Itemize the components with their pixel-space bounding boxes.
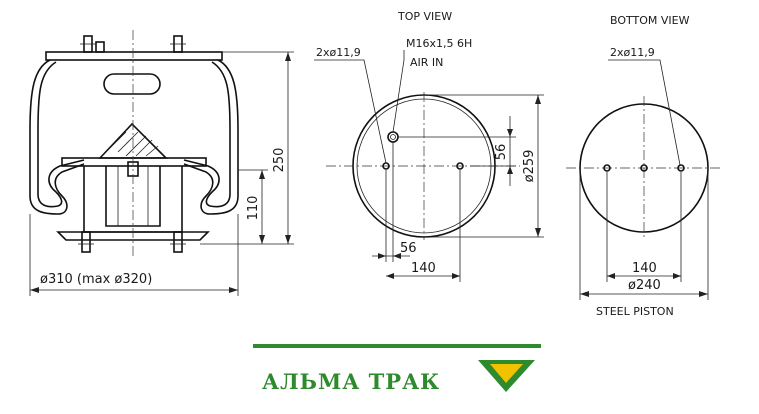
thread-label: M16x1,5 6H (406, 37, 472, 50)
checkmark-icon (478, 360, 535, 392)
top-spacing-text: 140 (411, 261, 436, 276)
air-in-label: AIR IN (410, 56, 443, 69)
top-vertical-offset-text: 56 (494, 144, 509, 161)
bottom-view-title: BOTTOM VIEW (610, 14, 690, 27)
air-in-hole-icon (387, 131, 399, 143)
top-diameter-text: ø259 (522, 150, 537, 183)
bellows-left (29, 59, 85, 215)
top-horizontal-offset-dimension (372, 142, 410, 262)
top-holes-label: 2xø11,9 (316, 46, 361, 59)
bottom-view: BOTTOM VIEW 2xø11,9 140 ø240 STEEL PISTO… (566, 14, 722, 318)
piston-top (61, 157, 207, 167)
bottom-flange (56, 231, 210, 241)
top-view-title: TOP VIEW (397, 10, 452, 23)
diameter-dim-text: ø310 (max ø320) (40, 272, 152, 287)
air-inlet-slot (103, 73, 161, 95)
bumper-hatch (109, 131, 159, 157)
bellows-right-inner (183, 61, 231, 208)
top-stud-right (170, 35, 186, 53)
bellows-right (183, 59, 239, 215)
height-dimension (200, 51, 294, 245)
top-stud-left (80, 35, 105, 53)
height-dim-text: 250 (272, 148, 287, 173)
bottom-stud-right (170, 231, 186, 253)
bottom-diameter-text: ø240 (628, 278, 661, 293)
piston-height-dim-text: 110 (246, 196, 261, 221)
bottom-mount-hole-left (603, 164, 611, 172)
bottom-spacing-dimension (606, 172, 682, 282)
top-spacing-dimension (386, 170, 461, 282)
piston-inner (105, 166, 161, 227)
top-view: TOP VIEW 2xø11,9 M16x1,5 6H AIR IN 56 (314, 10, 544, 282)
bottom-center-hole (640, 164, 648, 172)
steel-piston-label: STEEL PISTON (596, 305, 674, 318)
bottom-mount-hole-right (677, 164, 685, 172)
bottom-diameter-dimension (579, 168, 709, 300)
bottom-holes-label: 2xø11,9 (610, 46, 655, 59)
top-bead-plate (45, 51, 223, 61)
top-diameter-dimension (424, 94, 544, 238)
brand-name: АЛЬМА ТРАК (262, 369, 440, 394)
brand-rule (253, 344, 541, 348)
top-mount-hole-right (456, 162, 464, 170)
diameter-dimension (29, 214, 239, 296)
bottom-spacing-text: 140 (632, 261, 657, 276)
side-view: 250 110 ø310 (max ø320) (29, 30, 294, 296)
top-vertical-offset-dimension (398, 116, 516, 186)
bottom-stud-left (78, 231, 94, 253)
piston-height-dimension (238, 169, 268, 244)
bellows-left-inner (37, 61, 85, 208)
top-horizontal-offset-text: 56 (400, 241, 417, 256)
brand-logo: АЛЬМА ТРАК (253, 344, 541, 394)
